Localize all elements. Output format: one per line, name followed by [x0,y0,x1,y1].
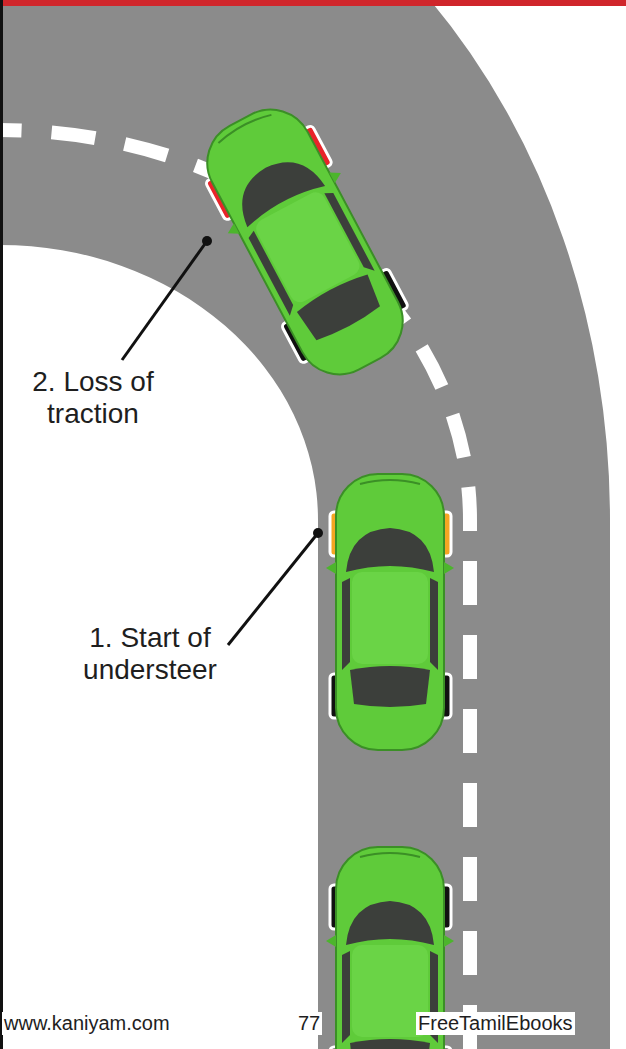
car [326,474,454,750]
leader-lines [122,236,323,645]
top-bar [0,0,626,6]
footer-site: FreeTamilEbooks [416,1012,575,1035]
callout-label: 2. Loss of traction [8,366,178,430]
page-border [0,0,3,1049]
page-number: 77 [296,1012,322,1035]
cars [184,90,454,1049]
footer-url: www.kaniyam.com [2,1012,172,1035]
center-dashes [0,130,470,1049]
car [184,90,427,394]
road [0,0,610,1049]
callout-label: 1. Start of understeer [40,622,260,686]
